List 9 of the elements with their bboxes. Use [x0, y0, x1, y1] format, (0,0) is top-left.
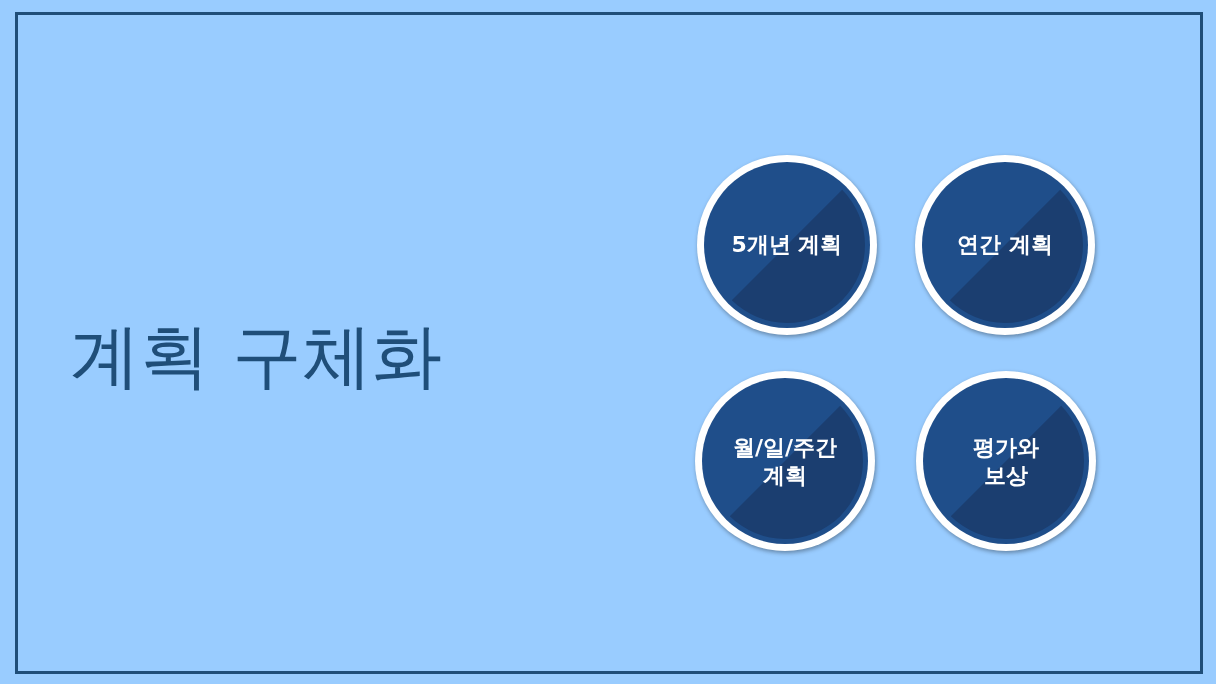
- node-label: 월/일/주간 계획: [731, 433, 839, 489]
- node-label: 평가와 보상: [972, 433, 1040, 489]
- circle-node: [914, 154, 1096, 336]
- circle-node: [696, 154, 878, 336]
- node-label: 연간 계획: [956, 231, 1054, 259]
- slide-title: 계획 구체화: [70, 318, 443, 395]
- node-label: 5개년 계획: [730, 231, 844, 259]
- circle-node: [694, 370, 876, 552]
- circle-node: [915, 370, 1097, 552]
